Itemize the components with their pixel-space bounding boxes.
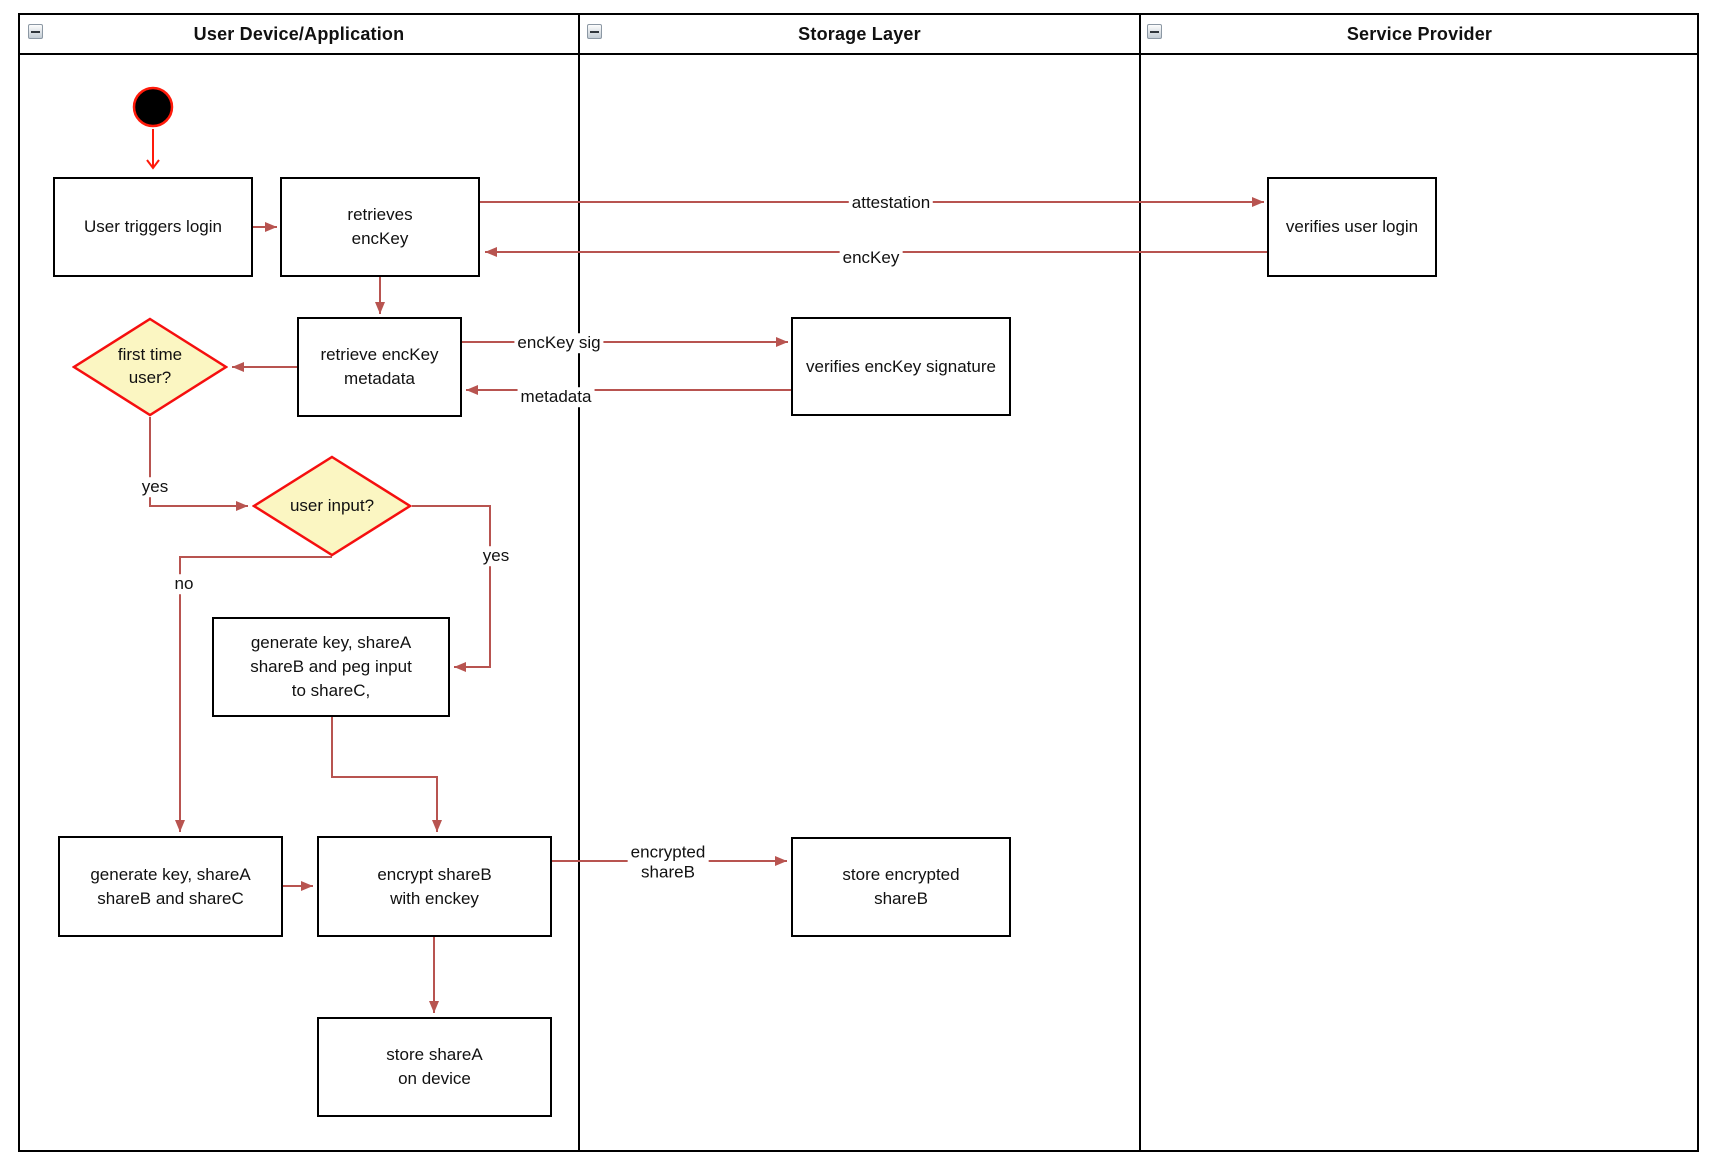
decision-label: first time user? bbox=[117, 345, 183, 387]
collapse-icon-service-provider[interactable] bbox=[1147, 24, 1162, 39]
node-store-encrypted-shareb[interactable]: store encrypted shareB bbox=[791, 837, 1011, 937]
lane-header-divider bbox=[18, 53, 1699, 55]
edge-label-yes-user-input: yes bbox=[479, 546, 513, 566]
node-verifies-user-login[interactable]: verifies user login bbox=[1267, 177, 1437, 277]
minus-icon bbox=[590, 30, 599, 33]
edge-label-metadata: metadata bbox=[517, 387, 595, 407]
lane-title: Service Provider bbox=[1346, 23, 1493, 44]
decision-user-input[interactable]: user input? bbox=[252, 455, 412, 557]
lane-divider-2 bbox=[1139, 13, 1141, 1152]
node-store-sharea[interactable]: store shareA on device bbox=[317, 1017, 552, 1117]
lane-header-storage: Storage Layer bbox=[581, 15, 1138, 53]
edge-label-attestation: attestation bbox=[848, 193, 934, 213]
lane-header-user-device: User Device/Application bbox=[20, 15, 578, 53]
minus-icon bbox=[31, 30, 40, 33]
node-user-triggers-login[interactable]: User triggers login bbox=[53, 177, 253, 277]
edge-label-yes-first-time: yes bbox=[138, 477, 172, 497]
diamond-shape bbox=[72, 317, 228, 417]
lane-title: User Device/Application bbox=[193, 23, 405, 44]
edge-label-enckey: encKey bbox=[839, 248, 903, 268]
decision-first-time-user[interactable]: first time user? bbox=[72, 317, 228, 417]
decision-label: user input? bbox=[289, 495, 375, 515]
diamond-shape bbox=[252, 455, 412, 557]
node-retrieves-enckey[interactable]: retrieves encKey bbox=[280, 177, 480, 277]
edge-userinput-no[interactable] bbox=[175, 556, 332, 832]
edge-label-no-user-input: no bbox=[171, 574, 197, 594]
edge-label-encrypted-shareb: encrypted shareB bbox=[627, 842, 709, 882]
pool-border bbox=[18, 13, 1699, 1152]
lane-header-service-provider: Service Provider bbox=[1142, 15, 1697, 53]
node-verifies-enckey-signature[interactable]: verifies encKey signature bbox=[791, 317, 1011, 416]
lane-divider-1 bbox=[578, 13, 580, 1152]
minus-icon bbox=[1150, 30, 1159, 33]
edge-peg-to-encrypt[interactable] bbox=[331, 717, 442, 832]
lane-title: Storage Layer bbox=[798, 23, 921, 44]
collapse-icon-storage[interactable] bbox=[587, 24, 602, 39]
start-node[interactable] bbox=[132, 86, 174, 128]
node-generate-key-peg[interactable]: generate key, shareA shareB and peg inpu… bbox=[212, 617, 450, 717]
collapse-icon-user-device[interactable] bbox=[28, 24, 43, 39]
node-generate-key-shares[interactable]: generate key, shareA shareB and shareC bbox=[58, 836, 283, 937]
edge-firsttime-yes[interactable] bbox=[149, 417, 248, 511]
edge-userinput-yes[interactable] bbox=[412, 505, 491, 672]
edge-label-enckey-sig: encKey sig bbox=[514, 333, 604, 353]
node-encrypt-shareb[interactable]: encrypt shareB with enckey bbox=[317, 836, 552, 937]
node-retrieve-enckey-metadata[interactable]: retrieve encKey metadata bbox=[297, 317, 462, 417]
